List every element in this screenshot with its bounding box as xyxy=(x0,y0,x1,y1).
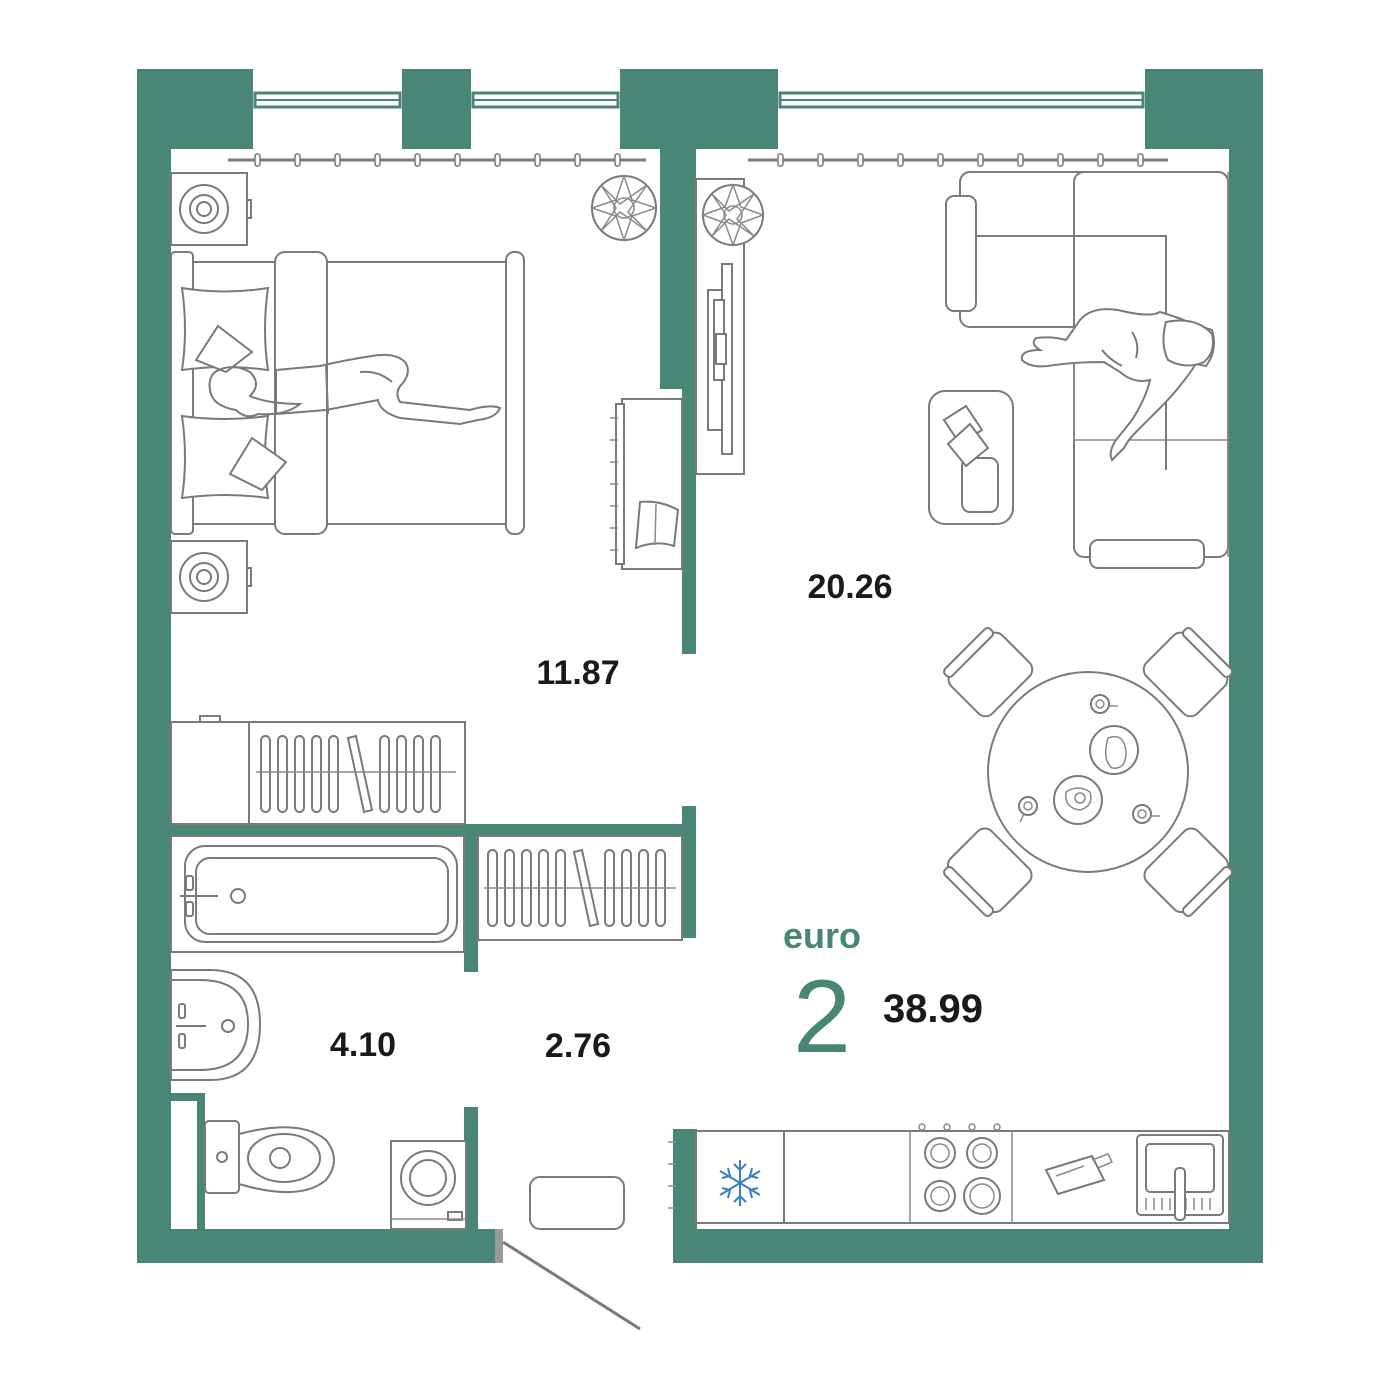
walls xyxy=(137,69,1263,1263)
washbasin xyxy=(170,969,262,1081)
windows xyxy=(253,91,1145,109)
sitting-person xyxy=(1020,308,1215,462)
entrance-door xyxy=(495,1229,641,1331)
room-count: 2 xyxy=(793,959,851,1075)
snowflake-icon xyxy=(719,1160,761,1206)
room-area-living-kitchen: 20.26 xyxy=(807,568,892,606)
nightstand-top xyxy=(170,172,252,246)
sink xyxy=(1136,1134,1224,1221)
toilet xyxy=(204,1120,335,1194)
cutting-board xyxy=(1044,1153,1114,1196)
wardrobe-bedroom xyxy=(170,715,466,825)
bathtub xyxy=(170,835,465,953)
room-area-hallway: 2.76 xyxy=(545,1027,611,1065)
tv-unit xyxy=(707,263,733,455)
total-area: 38.99 xyxy=(883,987,983,1031)
coffee-table xyxy=(928,390,1014,525)
washing-machine xyxy=(390,1140,467,1230)
plant-bedroom xyxy=(589,173,659,243)
curtain-rail-bedroom xyxy=(228,153,646,167)
bedroom-desk xyxy=(610,398,683,570)
curtain-rail-living xyxy=(748,153,1168,167)
dining-set xyxy=(942,626,1234,918)
room-area-bathroom: 4.10 xyxy=(330,1026,396,1064)
double-bed xyxy=(170,251,525,535)
room-area-bedroom: 11.87 xyxy=(536,654,619,692)
door-mat xyxy=(529,1176,625,1230)
hallway-wardrobe xyxy=(477,835,683,941)
cooktop xyxy=(918,1123,1001,1215)
nightstand-bottom xyxy=(170,540,252,614)
apartment-type-label: euro xyxy=(783,915,861,956)
